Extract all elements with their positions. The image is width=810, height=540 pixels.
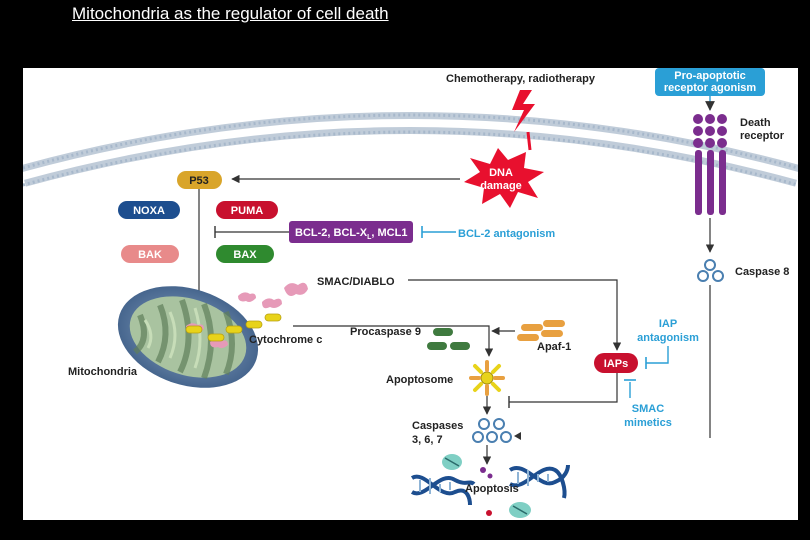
dna-fragment-right xyxy=(508,464,570,499)
caspase8-cluster xyxy=(697,259,724,282)
cell-debris xyxy=(442,454,531,518)
bak-label: BAK xyxy=(138,249,162,261)
caspases-label-1: Caspases xyxy=(412,420,463,432)
arrow-cytochrome-to-apoptosome xyxy=(293,325,494,357)
lightning-tail xyxy=(526,131,532,151)
procaspase9-label: Procaspase 9 xyxy=(350,326,421,338)
smac-mimetics-label-2: mimetics xyxy=(624,417,672,429)
mitochondria-label: Mitochondria xyxy=(68,366,138,378)
noxa-pill xyxy=(118,201,180,219)
dna-damage-label-1: DNA xyxy=(489,167,513,179)
caspase8-arrowhead xyxy=(514,432,521,440)
caspases-cluster xyxy=(472,418,512,443)
bak-pill xyxy=(121,245,179,263)
diagram-panel: Chemotherapy, radiotherapy DNA damage Pr… xyxy=(23,68,798,520)
therapy-label: Chemotherapy, radiotherapy xyxy=(446,73,596,85)
lightning-icon xyxy=(512,90,535,132)
cytochrome-c-label: Cytochrome c xyxy=(249,334,322,346)
apaf1-label: Apaf-1 xyxy=(537,341,571,353)
iaps-pill xyxy=(594,353,638,373)
caspase8-label: Caspase 8 xyxy=(735,266,789,278)
inhibit-iap-antagonism-line xyxy=(646,346,669,364)
bcl2-antagonism-label: BCL-2 antagonism xyxy=(458,228,555,240)
puma-label: PUMA xyxy=(231,205,263,217)
p53-pill xyxy=(177,171,222,189)
death-receptor-label-2: receptor xyxy=(740,130,785,142)
death-receptor-label-1: Death xyxy=(740,117,771,129)
iap-antagonism-label-1: IAP xyxy=(659,318,677,330)
apoptosis-label: Apoptosis xyxy=(465,483,519,495)
slide-title: Mitochondria as the regulator of cell de… xyxy=(72,4,389,23)
apoptosis-pathway-diagram: Chemotherapy, radiotherapy DNA damage Pr… xyxy=(23,68,798,518)
smac-diablo-molecules xyxy=(186,282,308,349)
bax-label: BAX xyxy=(233,249,257,261)
bcl2-family-label: BCL-2, BCL-XL, MCL1 xyxy=(295,227,407,241)
bcl2-family-box xyxy=(289,221,413,243)
apoptosome xyxy=(469,360,505,396)
pro-apoptotic-agonism-box: Pro-apoptotic receptor agonism xyxy=(655,68,765,96)
inhibit-iaps-line xyxy=(509,373,618,403)
agonism-label-1: Pro-apoptotic xyxy=(674,70,746,82)
apoptosome-label: Apoptosome xyxy=(386,374,453,386)
smac-mimetics-label-1: SMAC xyxy=(632,403,664,415)
dna-fragment-left xyxy=(410,474,476,506)
dna-damage-burst: DNA damage xyxy=(464,148,544,208)
p53-label: P53 xyxy=(189,175,209,187)
cell-membrane xyxy=(23,112,798,187)
dna-damage-label-2: damage xyxy=(480,180,522,192)
mitochondrion xyxy=(117,286,259,388)
iap-antagonism-label-2: antagonism xyxy=(637,332,699,344)
noxa-label: NOXA xyxy=(133,205,165,217)
death-receptor xyxy=(693,114,727,215)
cytochrome-c-molecules xyxy=(185,313,282,342)
apaf1-molecules xyxy=(517,320,565,341)
caspases-label-2: 3, 6, 7 xyxy=(412,434,443,446)
bax-pill xyxy=(216,245,274,263)
arrow-smac-to-iaps xyxy=(408,279,622,351)
iaps-label: IAPs xyxy=(604,358,628,370)
procaspase9-molecules xyxy=(427,328,470,350)
smac-diablo-label: SMAC/DIABLO xyxy=(317,276,395,288)
puma-pill xyxy=(216,201,278,219)
agonism-label-2: receptor agonism xyxy=(664,82,757,94)
